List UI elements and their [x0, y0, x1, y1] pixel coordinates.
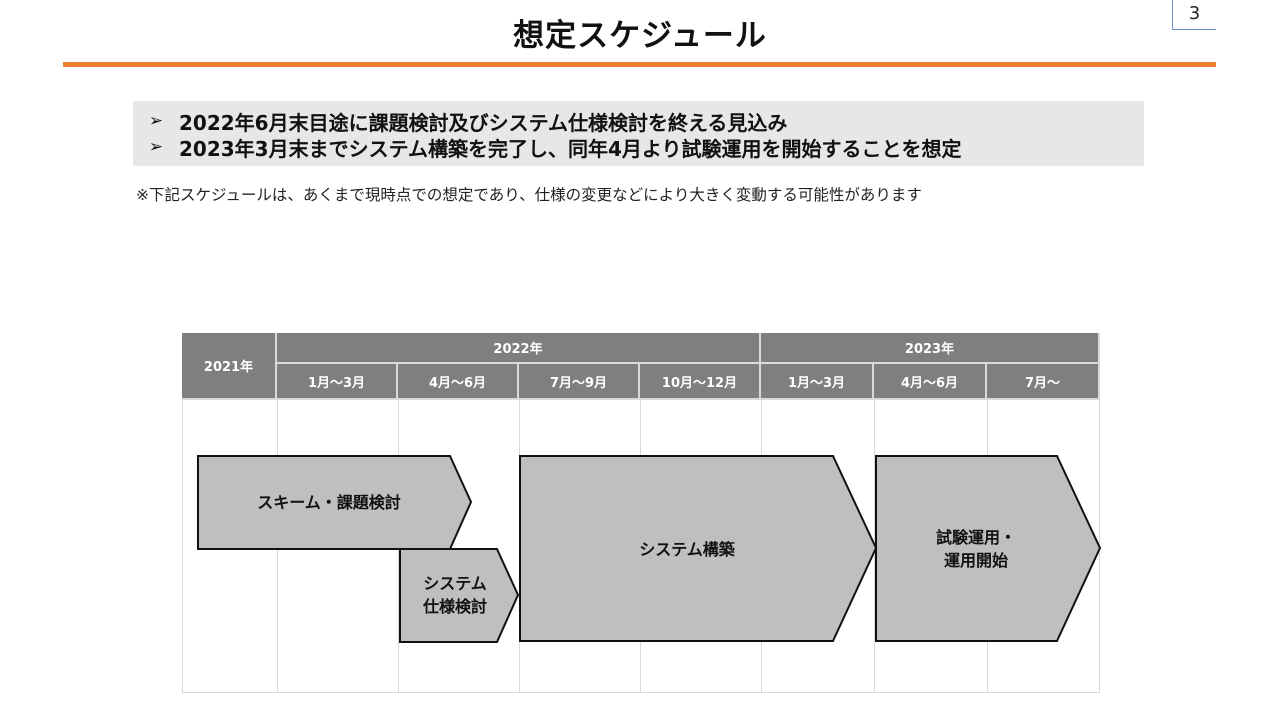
year-header-2023: 2023年: [761, 333, 1100, 364]
grid-line: [182, 692, 1100, 693]
phase-label-build: システム構築: [639, 540, 735, 559]
grid-line: [277, 400, 278, 693]
summary-line: ➢ 2023年3月末までシステム構築を完了し、同年4月より試験運用を開始すること…: [133, 134, 1144, 161]
period-header: 10月～12月: [640, 364, 761, 400]
period-header: 4月～6月: [874, 364, 987, 400]
arrow-bullet-icon: ➢: [148, 137, 164, 157]
phase-label-line: システム: [423, 574, 487, 593]
summary-line: ➢ 2022年6月末目途に課題検討及びシステム仕様検討を終える見込み: [133, 108, 1144, 135]
arrow-bullet-icon: ➢: [148, 111, 164, 131]
title-divider: [63, 62, 1216, 67]
grid-line: [1099, 400, 1100, 693]
disclaimer-note: ※下記スケジュールは、あくまで現時点での想定であり、仕様の変更などにより大きく変…: [136, 186, 922, 204]
phase-label-line: 運用開始: [943, 551, 1008, 570]
period-header: 4月～6月: [398, 364, 519, 400]
phase-label-line: 試験運用・: [935, 528, 1016, 547]
period-header: 7月～9月: [519, 364, 640, 400]
period-header: 1月～3月: [277, 364, 398, 400]
page-number: 3: [1172, 0, 1216, 30]
slide-title: 想定スケジュール: [513, 18, 767, 54]
phase-label-spec: システム 仕様検討: [400, 572, 510, 618]
period-header: 7月～: [987, 364, 1100, 400]
phase-label-scheme: スキーム・課題検討: [257, 493, 401, 512]
summary-text: 2023年3月末までシステム構築を完了し、同年4月より試験運用を開始することを想…: [179, 136, 962, 161]
summary-box: ➢ 2022年6月末目途に課題検討及びシステム仕様検討を終える見込み ➢ 202…: [133, 101, 1144, 166]
summary-text: 2022年6月末目途に課題検討及びシステム仕様検討を終える見込み: [179, 110, 788, 135]
grid-line: [398, 400, 399, 693]
year-header-2022: 2022年: [277, 333, 761, 364]
year-header-2021: 2021年: [182, 333, 277, 400]
schedule-table: 2021年 2022年 2023年 1月～3月 4月～6月 7月～9月 10月～…: [182, 333, 1100, 693]
period-header: 1月～3月: [761, 364, 874, 400]
phase-label-operation: 試験運用・ 運用開始: [876, 526, 1076, 572]
phase-label-line: 仕様検討: [422, 597, 487, 616]
grid-line: [182, 400, 183, 693]
grid-line: [874, 400, 875, 693]
